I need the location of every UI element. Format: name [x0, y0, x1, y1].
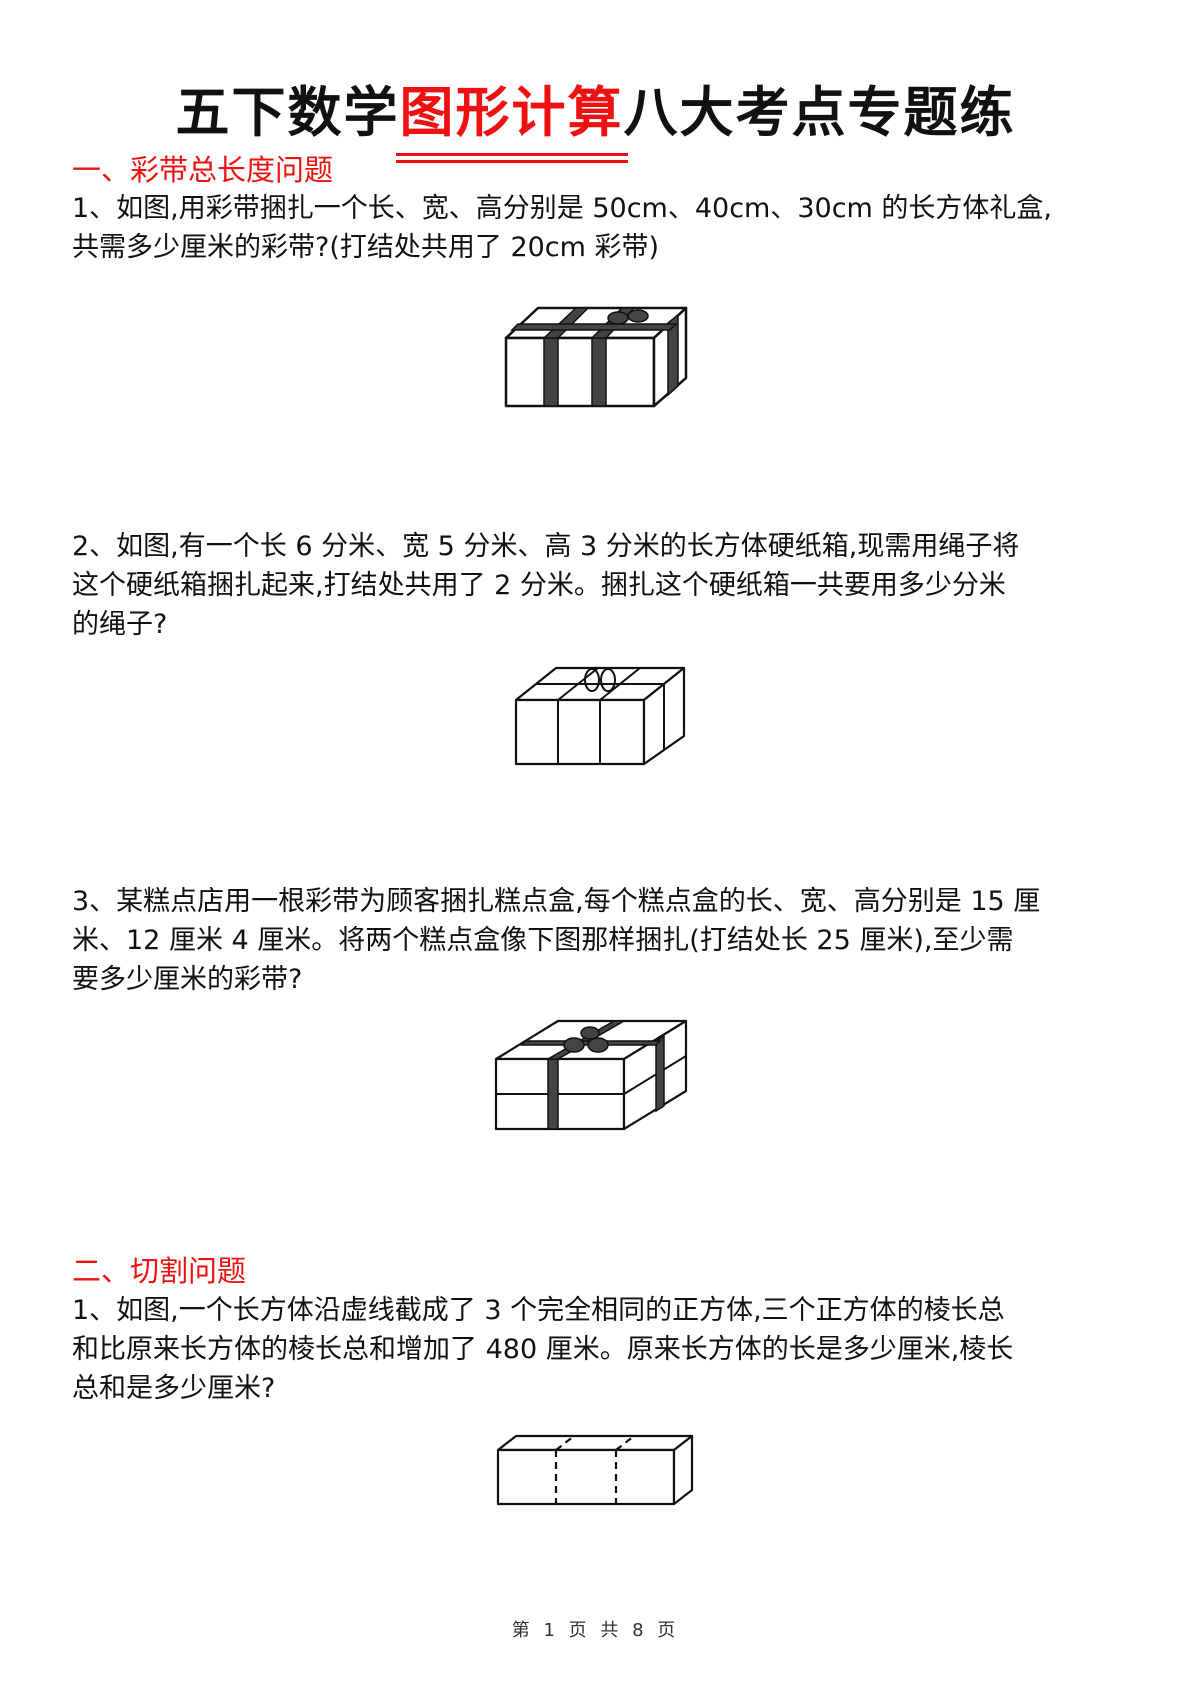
title-underline-2 — [395, 160, 628, 163]
cake-boxes-figure — [490, 1015, 700, 1135]
page-title: 五下数学图形计算八大考点专题练 — [0, 80, 1191, 163]
cuboid-cut-figure — [492, 1428, 702, 1508]
cuboid-icon — [496, 1434, 694, 1506]
title-highlight: 图形计算 — [395, 80, 628, 163]
gift-box-icon — [504, 306, 688, 408]
section-heading-ribbon: 一、彩带总长度问题 — [72, 153, 334, 187]
box-string-figure — [512, 660, 692, 770]
gift-box-ribbon-figure — [500, 300, 700, 410]
question-1-1: 1、如图,用彩带捆扎一个长、宽、高分别是 50cm、40cm、30cm 的长方体… — [72, 193, 1053, 263]
section-heading-cutting: 二、切割问题 — [72, 1254, 247, 1288]
box-icon — [514, 666, 686, 766]
question-1-3: 3、某糕点店用一根彩带为顾客捆扎糕点盒,每个糕点盒的长、宽、高分别是 15 厘 … — [72, 886, 1041, 995]
stacked-boxes-icon — [494, 1019, 688, 1131]
title-prefix: 五下数学 — [175, 81, 400, 144]
question-1-2: 2、如图,有一个长 6 分米、宽 5 分米、高 3 分米的长方体硬纸箱,现需用绳… — [72, 531, 1020, 640]
title-suffix: 八大考点专题练 — [623, 81, 1016, 144]
page-number: 第 1 页 共 8 页 — [511, 1620, 680, 1641]
question-2-1: 1、如图,一个长方体沿虚线截成了 3 个完全相同的正方体,三个正方体的棱长总 和… — [72, 1295, 1014, 1404]
title-underline — [395, 153, 628, 156]
